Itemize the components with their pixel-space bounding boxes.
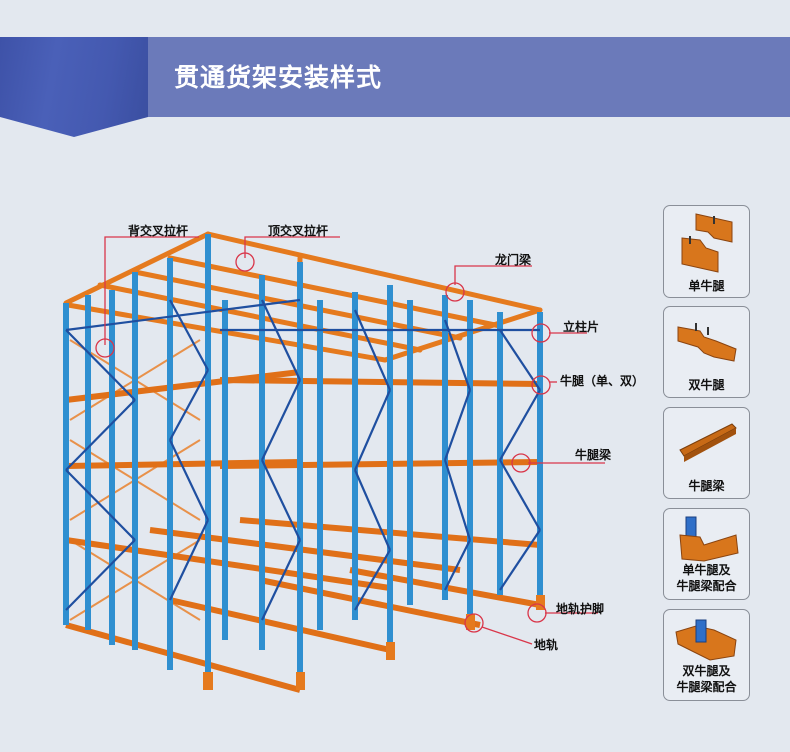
- callout-lines: [95, 236, 605, 645]
- callout-corbel: 牛腿（单、双）: [560, 374, 645, 388]
- component-card-corbel-beam: 牛腿梁: [663, 407, 750, 499]
- component-card-single-corbel: 单牛腿: [663, 205, 750, 298]
- double-corbel-with-beam-icon: [675, 619, 737, 661]
- callout-back-cross-brace: 背交叉拉杆: [128, 224, 189, 238]
- rack-structure: [63, 231, 545, 693]
- callout-rail-guard: 地轨护脚: [556, 602, 605, 616]
- component-card-double-corbel: 双牛腿: [663, 306, 750, 398]
- component-card-single-corbel-with-beam: 单牛腿及 牛腿梁配合: [663, 508, 750, 600]
- component-label: 双牛腿及: [682, 664, 731, 678]
- component-label: 单牛腿及: [682, 563, 731, 577]
- callout-top-cross-brace: 顶交叉拉杆: [268, 224, 329, 238]
- component-label: 牛腿梁配合: [676, 680, 737, 694]
- component-label: 双牛腿: [688, 378, 725, 392]
- double-corbel-icon: [677, 323, 737, 362]
- callout-upright-frame: 立柱片: [563, 320, 600, 334]
- corbel-beam-icon: [679, 423, 737, 462]
- component-label: 牛腿梁配合: [676, 579, 737, 593]
- callout-ground-rail: 地轨: [534, 638, 559, 652]
- component-label: 牛腿梁: [688, 479, 725, 493]
- single-corbel-icon: [681, 213, 733, 273]
- callout-corbel-beam: 牛腿梁: [575, 448, 612, 462]
- banner-tab-decoration: [0, 37, 148, 137]
- callout-gantry-beam: 龙门梁: [495, 253, 532, 267]
- component-label: 单牛腿: [688, 279, 725, 293]
- component-card-double-corbel-with-beam: 双牛腿及 牛腿梁配合: [663, 609, 750, 701]
- page-title: 贯通货架安装样式: [174, 63, 383, 92]
- single-corbel-with-beam-icon: [679, 516, 739, 562]
